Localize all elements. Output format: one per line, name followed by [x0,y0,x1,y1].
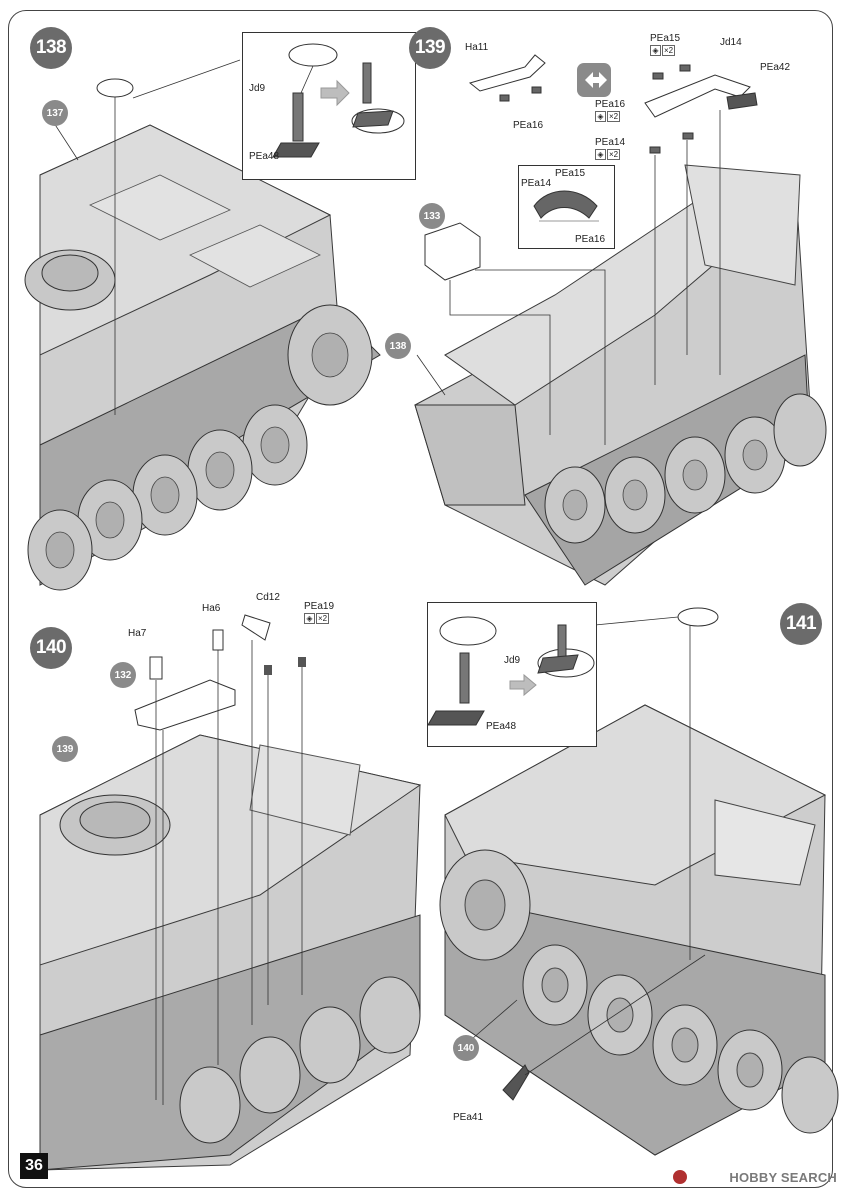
qty-icon: ◈ [595,111,606,122]
inset-label-pea14: PEa14 [521,178,552,189]
step-139-ref-badge-138: 138 [385,333,411,359]
label-pea48: PEa48 [249,151,280,162]
label-ha6: Ha6 [202,603,221,614]
inset141-label-jd9: Jd9 [504,655,521,666]
qty-pea16: ◈×2 [595,111,621,122]
step-140-panel: 140 132 139 Ha7 Ha6 Cd12 PEa19 ◈×2 [30,592,422,1175]
label-pea42: PEa42 [760,62,791,73]
step-139-inset-drawing [533,190,599,222]
inset141-label-pea48: PEa48 [486,721,517,732]
qty-pea15: ◈×2 [650,45,676,56]
step-139-number: 139 [409,27,451,69]
qty-pea14: ◈×2 [595,149,621,160]
label-ha7: Ha7 [128,628,147,639]
qty-value: ×2 [607,111,621,122]
label-jd9: Jd9 [249,83,266,94]
step-138-inset-drawing [272,43,405,158]
label-cd12: Cd12 [256,592,280,603]
label-jd14: Jd14 [720,37,742,48]
step-138-ref-badge: 137 [42,100,68,126]
label-ha11: Ha11 [465,42,489,53]
label-pea16-mid: PEa16 [595,99,626,110]
qty-value: ×2 [662,45,676,56]
step-139-panel: 139 133 138 Ha11 PEa16 PEa15 ◈×2 Jd14 PE… [385,25,827,615]
page-number: 36 [20,1153,48,1179]
step-141-panel: 141 140 PEa41 [425,595,839,1175]
step-138-drawing [24,59,381,591]
label-pea15: PEa15 [650,33,681,44]
inset-label-pea16: PEa16 [575,234,606,245]
qty-icon: ◈ [650,45,661,56]
qty-pea19: ◈×2 [304,613,330,624]
step-141-inset-drawing [427,616,595,726]
step-140-drawing [39,614,422,1171]
watermark-logo-icon [673,1170,687,1184]
step-138-panel: 138 137 [24,25,420,615]
page-frame [8,10,833,1188]
label-pea41: PEa41 [453,1112,484,1123]
step-139-ref-badge-133: 133 [419,203,445,229]
step-138-number: 138 [30,27,72,69]
watermark-text: HOBBY SEARCH [729,1170,837,1185]
label-pea19: PEa19 [304,601,335,612]
qty-value: ×2 [607,149,621,160]
step-138-detail-inset: Jd9 PEa48 [242,32,416,180]
step-141-drawing [439,607,839,1156]
qty-value: ×2 [316,613,330,624]
step-140-number: 140 [30,627,72,669]
step-141-ref-badge-140: 140 [453,1035,479,1061]
label-pea14: PEa14 [595,137,626,148]
step-141-number: 141 [780,603,822,645]
step-140-ref-badge-132: 132 [110,662,136,688]
step-140-ref-badge-139: 139 [52,736,78,762]
step-141-detail-inset: Jd9 PEa48 [427,602,597,747]
step-139-drawing [414,54,827,586]
inset-label-pea15: PEa15 [555,168,586,179]
qty-icon: ◈ [595,149,606,160]
qty-icon: ◈ [304,613,315,624]
label-pea16-top: PEa16 [513,120,544,131]
step-139-detail-inset: PEa14 PEa15 PEa16 [518,165,615,249]
